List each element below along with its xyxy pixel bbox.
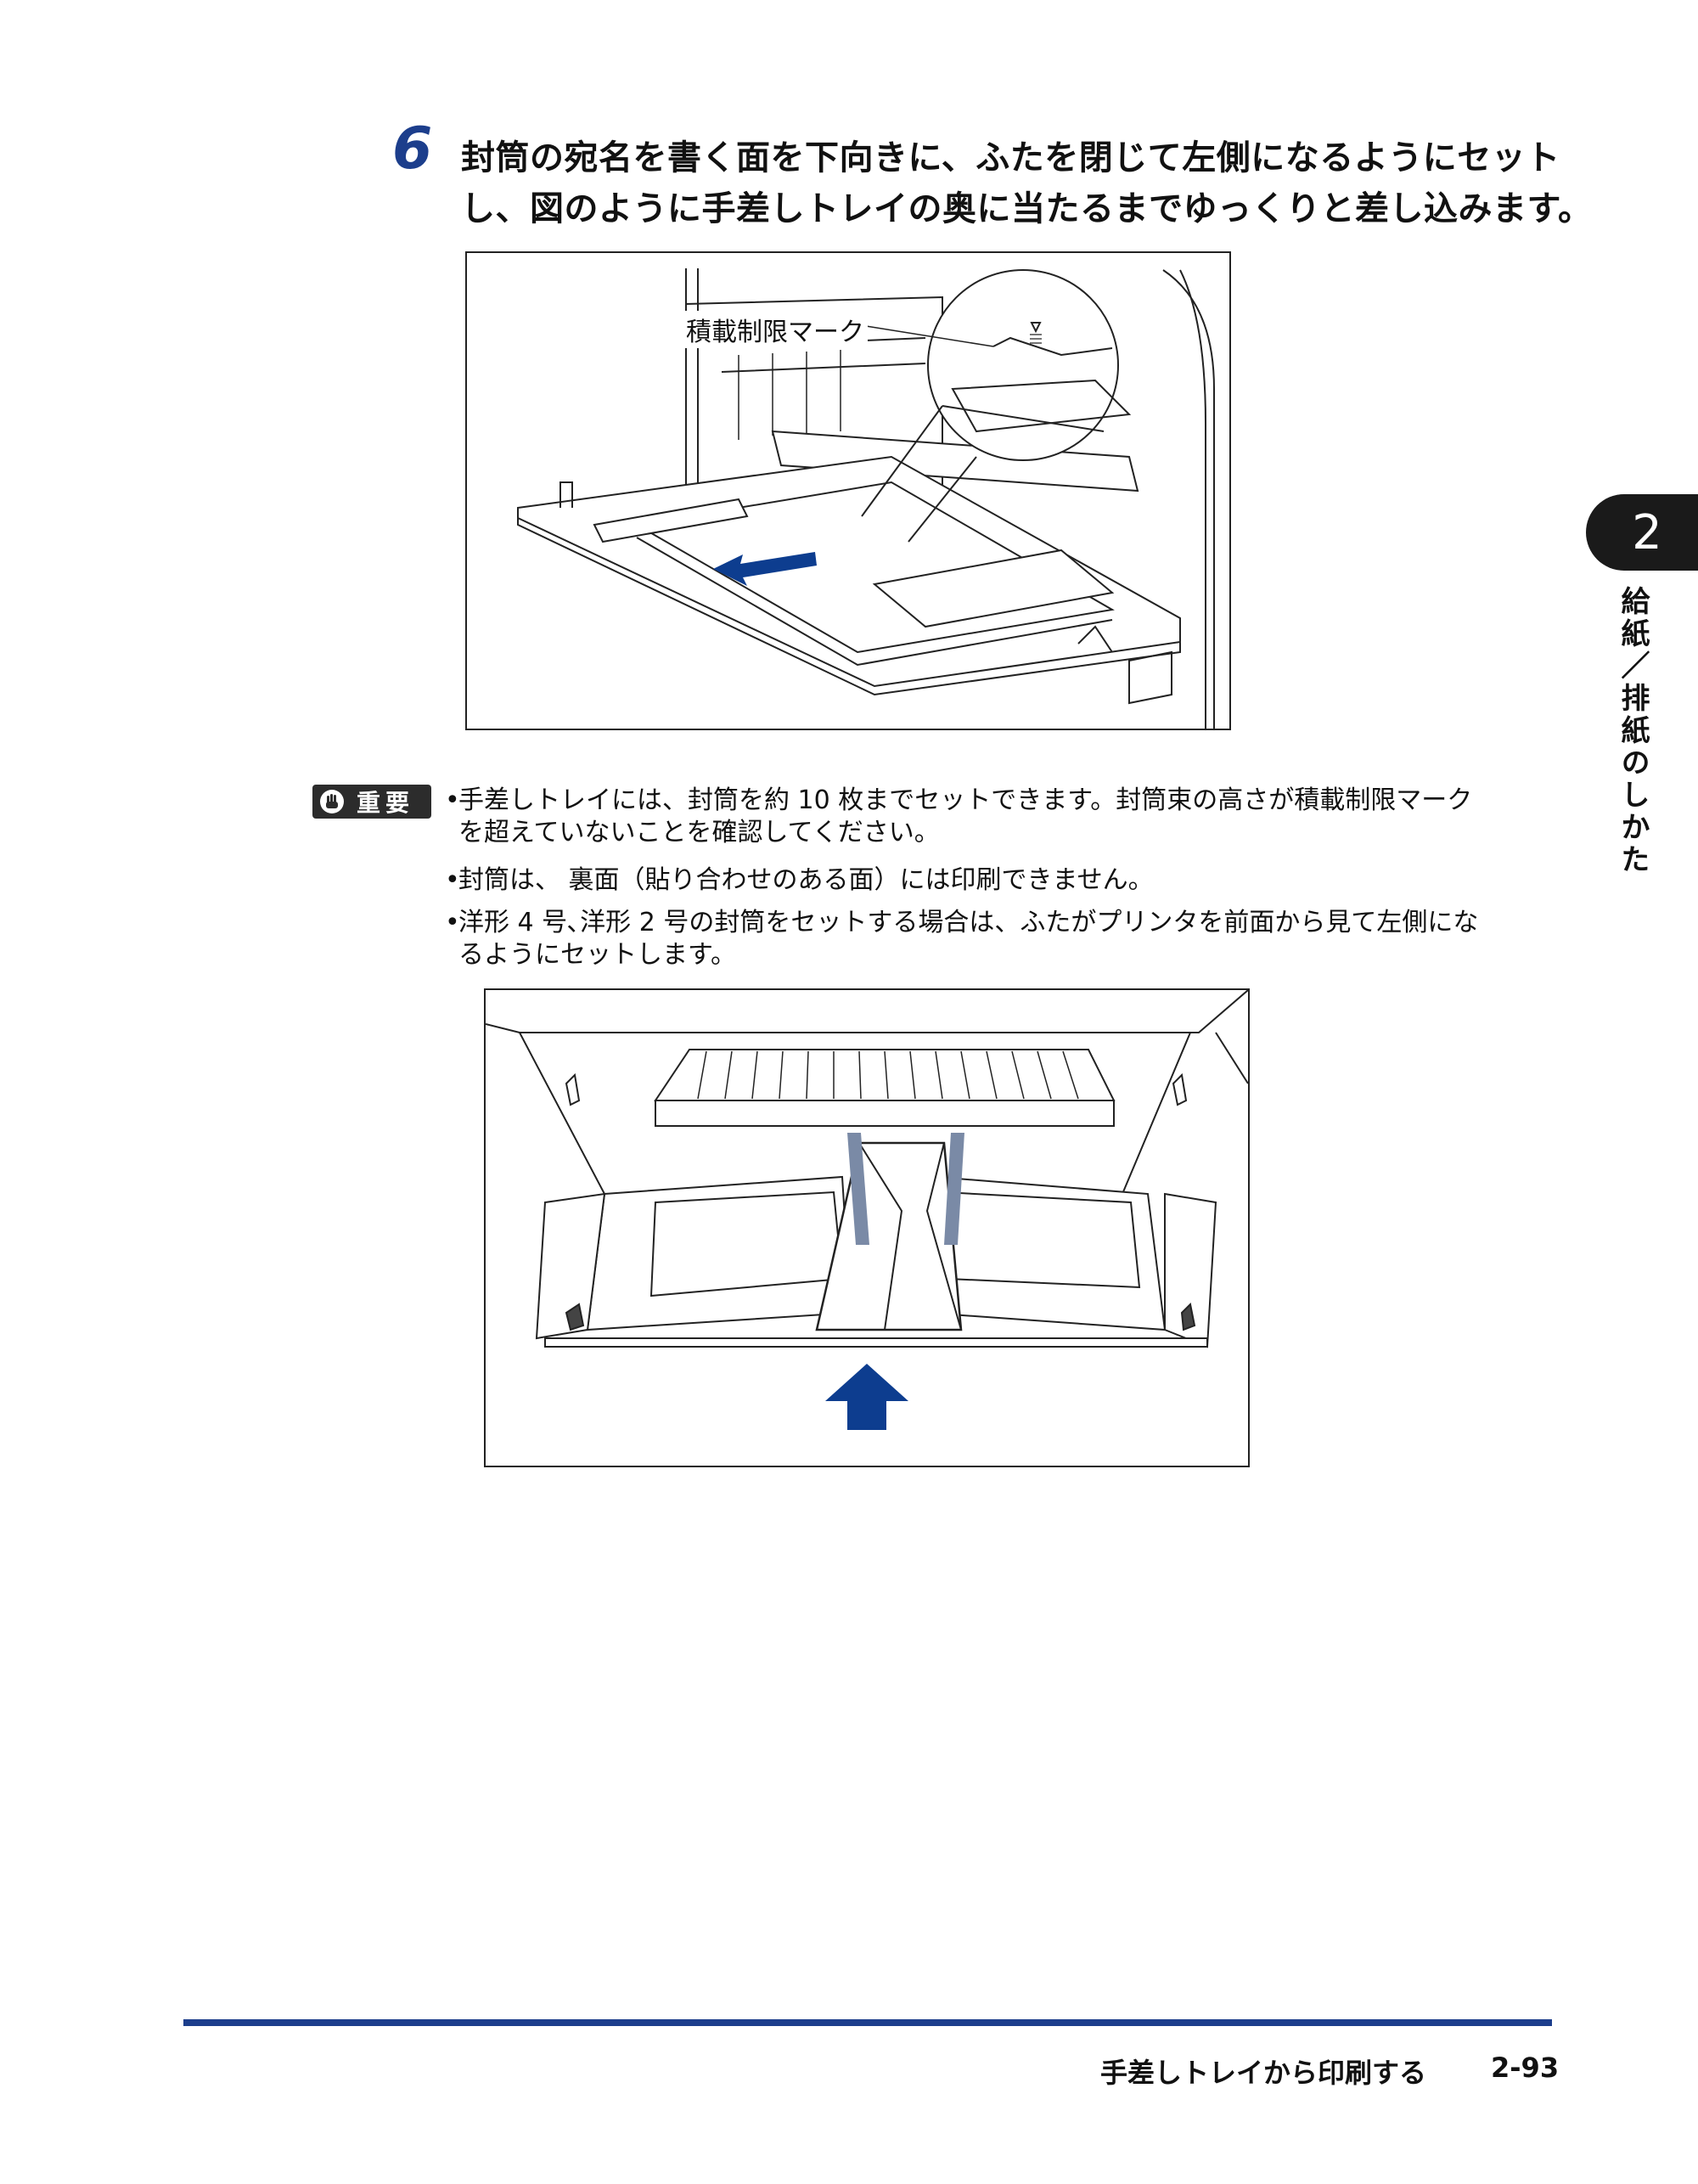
step-number: 6	[392, 115, 433, 183]
important-note-1: • 手差しトレイには、封筒を約 10 枚までセットできます。封筒束の高さが積載制…	[445, 785, 1554, 850]
step-text-line-1: 封筒の宛名を書く面を下向きに、ふたを閉じて左側になるようにセット	[461, 138, 1560, 177]
note-3-line-1: 洋形 4 号､洋形 2 号の封筒をセットする場合は、ふたがプリンタを前面から見て…	[458, 908, 1479, 937]
note-1-line-1: 手差しトレイには、封筒を約 10 枚までセットできます。封筒束の高さが積載制限マ…	[458, 785, 1473, 815]
callout-load-limit-mark: 積載制限マーク	[683, 311, 868, 348]
step-text-line-2: し、図のように手差しトレイの奥に当たるまでゆっくりと差し込みます。	[461, 189, 1593, 228]
note-1-line-2: を超えていないことを確認してください。	[458, 818, 940, 848]
important-badge: 重要	[312, 785, 431, 819]
figure-envelope-insertion: 積載制限マーク	[465, 251, 1231, 730]
important-note-3: • 洋形 4 号､洋形 2 号の封筒をセットする場合は、ふたがプリンタを前面から…	[445, 907, 1554, 972]
important-note-2: • 封筒は、 裏面（貼り合わせのある面）には印刷できません。	[445, 864, 1554, 897]
chapter-tab: 2	[1586, 494, 1698, 571]
printer-tray-illustration	[517, 268, 1215, 729]
insert-direction-arrow	[825, 1364, 908, 1430]
note-2-line-1: 封筒は、 裏面（貼り合わせのある面）には印刷できません。	[458, 865, 1154, 895]
hand-stop-icon	[320, 790, 344, 813]
tray-front-illustration	[486, 990, 1248, 1430]
chapter-title-vertical: 給紙／排紙のしかた	[1616, 586, 1650, 876]
footer-rule	[183, 2019, 1552, 2026]
important-label: 重要	[357, 789, 415, 817]
note-3-line-2: るようにセットします。	[458, 940, 736, 971]
footer-section-title: 手差しトレイから印刷する	[1100, 2057, 1427, 2089]
figure-envelope-orientation	[484, 988, 1250, 1467]
page-number: 2-93	[1491, 2052, 1560, 2084]
